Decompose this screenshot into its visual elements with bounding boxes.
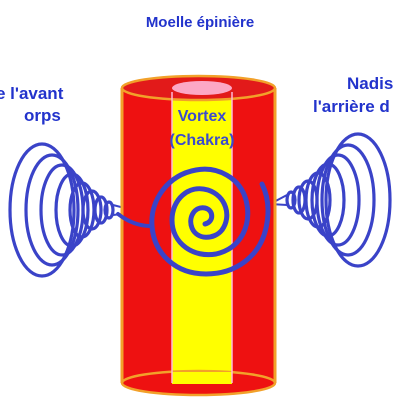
vortex-label-line1: Vortex — [177, 108, 227, 125]
left-label-line1: e l'avant — [0, 84, 64, 103]
spiral-tail — [116, 212, 152, 228]
vortex-label-line2: (Chakra) — [169, 132, 235, 149]
right-label-line2: l'arrière d — [313, 97, 390, 116]
left-label-line2: orps — [24, 106, 61, 125]
right-vortex-cone — [269, 132, 392, 268]
diagram-title: Moelle épinière — [145, 14, 255, 31]
spinal-cord-cylinder — [120, 74, 277, 397]
right-label-line1: Nadis — [347, 74, 394, 93]
central-spiral — [149, 166, 271, 277]
